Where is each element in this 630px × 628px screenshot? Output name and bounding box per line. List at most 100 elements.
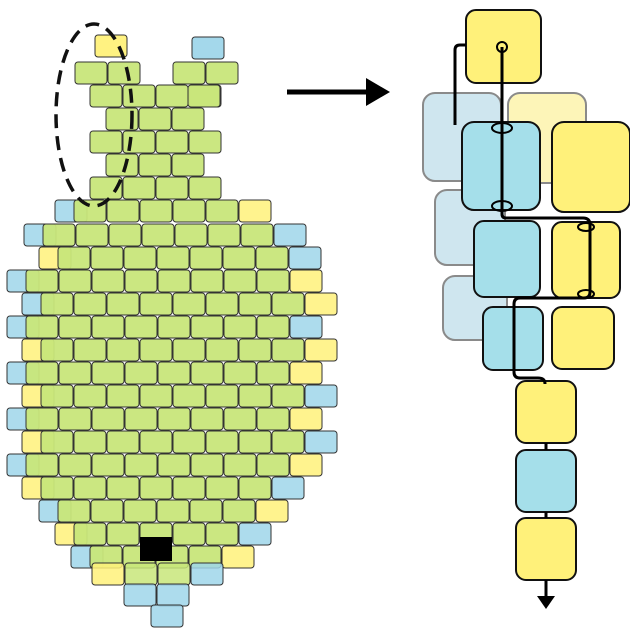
bead <box>171 107 205 131</box>
bead <box>172 384 206 408</box>
bead <box>190 269 224 293</box>
bead <box>124 315 158 339</box>
yellow-bead <box>551 221 621 299</box>
bead <box>58 453 92 477</box>
bead <box>256 407 290 431</box>
bead <box>188 130 222 154</box>
bead <box>223 315 257 339</box>
bead <box>157 315 191 339</box>
bead <box>238 292 272 316</box>
bead <box>223 361 257 385</box>
bead <box>75 223 109 247</box>
bead <box>256 453 290 477</box>
bead <box>304 384 338 408</box>
bead <box>190 562 224 586</box>
bead <box>89 84 123 108</box>
bead <box>124 453 158 477</box>
bead <box>157 407 191 431</box>
bead <box>205 384 239 408</box>
bead <box>289 315 323 339</box>
bead <box>73 476 107 500</box>
bead <box>172 430 206 454</box>
bead <box>172 338 206 362</box>
bead <box>124 562 158 586</box>
bead <box>40 384 74 408</box>
bead <box>58 407 92 431</box>
bead <box>256 361 290 385</box>
bead <box>189 246 223 270</box>
bead <box>172 522 206 546</box>
bead <box>90 499 124 523</box>
bead <box>205 476 239 500</box>
bead <box>91 361 125 385</box>
bead <box>139 338 173 362</box>
bead <box>73 522 107 546</box>
bead <box>105 107 139 131</box>
bead <box>190 407 224 431</box>
bead <box>255 499 289 523</box>
blue-bead <box>473 220 541 298</box>
bead <box>25 453 59 477</box>
bead <box>238 338 272 362</box>
bead <box>238 199 272 223</box>
bead <box>223 269 257 293</box>
bead <box>157 361 191 385</box>
thread-loop <box>577 289 595 299</box>
bead <box>174 223 208 247</box>
bead <box>58 315 92 339</box>
bead-pattern-grid <box>6 34 338 628</box>
bead <box>288 246 322 270</box>
bead <box>25 315 59 339</box>
bead <box>124 361 158 385</box>
bead <box>205 199 239 223</box>
bead <box>289 407 323 431</box>
bead <box>124 407 158 431</box>
bead <box>289 269 323 293</box>
bead <box>107 61 141 85</box>
bead <box>191 36 225 60</box>
bead <box>238 522 272 546</box>
bead <box>40 338 74 362</box>
bead <box>58 269 92 293</box>
bead <box>155 176 189 200</box>
bead <box>139 430 173 454</box>
bead <box>25 361 59 385</box>
bead <box>157 269 191 293</box>
bead <box>157 453 191 477</box>
bead <box>256 269 290 293</box>
bead <box>40 292 74 316</box>
bead <box>91 315 125 339</box>
bead <box>40 476 74 500</box>
bead <box>106 338 140 362</box>
bead <box>271 338 305 362</box>
bead <box>106 430 140 454</box>
bead <box>138 153 172 177</box>
bead <box>304 292 338 316</box>
bead <box>42 223 76 247</box>
thread-loop <box>491 200 513 212</box>
bead <box>172 476 206 500</box>
bead <box>172 199 206 223</box>
bead <box>190 315 224 339</box>
bead <box>273 223 307 247</box>
bead <box>190 453 224 477</box>
bead <box>238 384 272 408</box>
bead <box>156 499 190 523</box>
bead <box>205 61 239 85</box>
thread-loop <box>491 122 513 134</box>
bead <box>122 176 156 200</box>
bead <box>58 361 92 385</box>
bead <box>74 61 108 85</box>
bead <box>157 562 191 586</box>
bead <box>205 292 239 316</box>
bead <box>304 430 338 454</box>
bead <box>89 176 123 200</box>
thread-loop <box>577 222 595 232</box>
yellow-bead <box>515 517 577 581</box>
blue-bead <box>515 449 577 513</box>
bead <box>138 107 172 131</box>
bead <box>124 269 158 293</box>
black-bead <box>140 537 172 561</box>
bead <box>122 84 156 108</box>
bead <box>141 223 175 247</box>
